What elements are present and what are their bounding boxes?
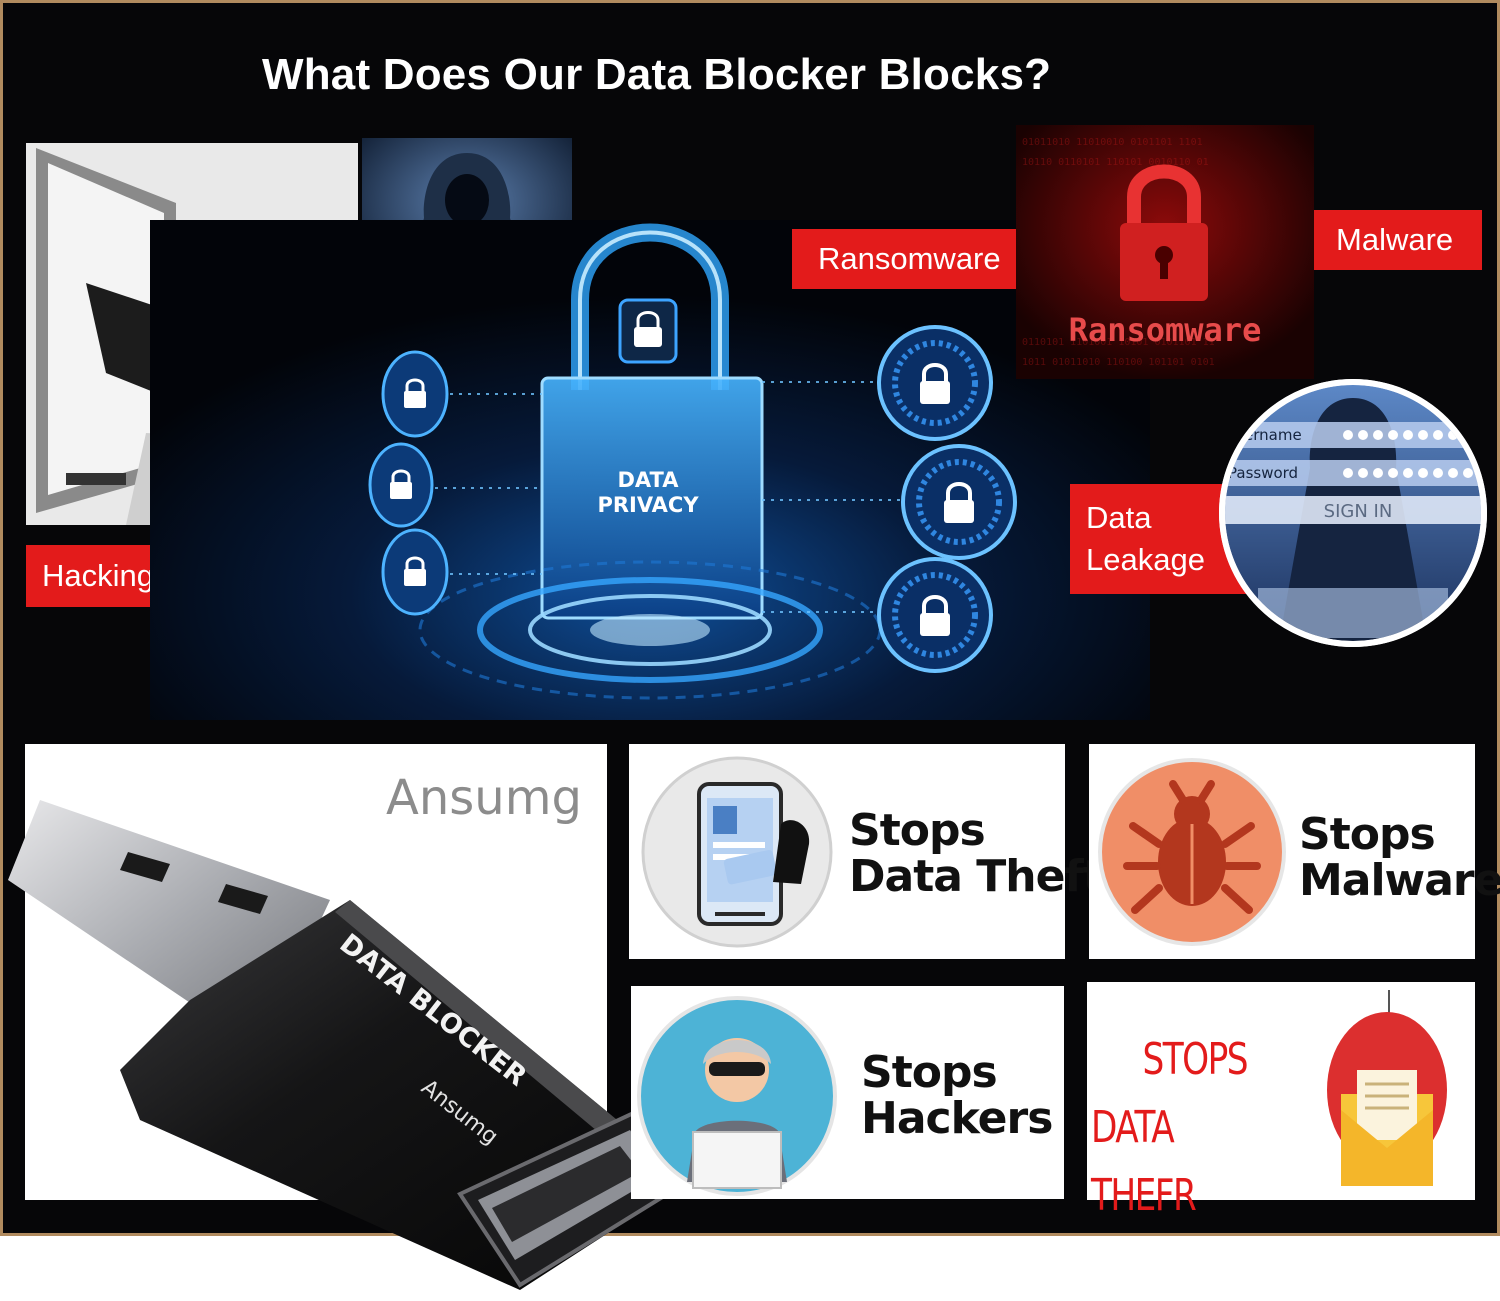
svg-text:01011010 11010010 0101101 1101: 01011010 11010010 0101101 1101 bbox=[1022, 137, 1203, 148]
lock-circle-icon bbox=[900, 443, 1018, 561]
feature-line1: Stops bbox=[849, 805, 986, 856]
feature-stops-hackers: Stops Hackers bbox=[631, 986, 1064, 1199]
feature-line2: Malware bbox=[1299, 855, 1500, 906]
feature-line2: Hackers bbox=[861, 1093, 1053, 1144]
headline: What Does Our Data Blocker Blocks? bbox=[262, 50, 1052, 99]
lock-text-line2: PRIVACY bbox=[597, 493, 699, 517]
data-leakage-line1: Data bbox=[1086, 500, 1152, 535]
ransomware-label: Ransomware bbox=[792, 229, 1016, 289]
svg-text:0110101 1101001 10101 0101101: 0110101 1101001 10101 0101101 11 bbox=[1022, 337, 1215, 348]
feature-line2: DATA THEFR bbox=[1091, 1102, 1197, 1221]
username-field-label: ername bbox=[1244, 426, 1302, 444]
phishing-envelope-icon bbox=[1323, 990, 1451, 1190]
feature-stops-data-theft: Stops Data Theft bbox=[629, 744, 1104, 959]
password-field-label: Password bbox=[1228, 464, 1298, 482]
bug-icon bbox=[1097, 752, 1287, 952]
lock-text-line1: DATA bbox=[617, 468, 679, 492]
login-hacker-image: ername Password SIGN IN bbox=[1218, 378, 1488, 648]
svg-text:1011 01011010 110100 101101 01: 1011 01011010 110100 101101 0101 bbox=[1022, 357, 1215, 368]
data-leakage-line2: Leakage bbox=[1086, 542, 1205, 577]
feature-text: STOPS DATA THEFR bbox=[1091, 1026, 1278, 1230]
malware-label: Malware bbox=[1314, 210, 1482, 270]
feature-line1: STOPS bbox=[1142, 1034, 1248, 1085]
svg-text:10110 0110101 110101 0010110 0: 10110 0110101 110101 0010110 01 bbox=[1022, 157, 1209, 168]
phone-theft-icon bbox=[641, 754, 833, 950]
feature-stops-data-theft-phishing: STOPS DATA THEFR bbox=[1087, 982, 1475, 1221]
feature-stops-malware: Stops Malware bbox=[1089, 744, 1500, 959]
usb-data-blocker-device: DATA BLOCKER Ansumg bbox=[0, 790, 700, 1295]
lock-circle-icon bbox=[381, 528, 449, 616]
lock-circle-icon bbox=[876, 324, 994, 442]
feature-text: Stops Data Theft bbox=[849, 805, 1104, 902]
feature-line1: Stops bbox=[1299, 809, 1436, 860]
ransomware-image-text: Ransomware bbox=[1069, 311, 1262, 349]
feature-line1: Stops bbox=[861, 1047, 998, 1098]
brand-name: Ansumg bbox=[386, 770, 582, 826]
ransomware-image: 01011010 11010010 0101101 1101 10110 011… bbox=[1016, 125, 1314, 379]
sign-in-text: SIGN IN bbox=[1324, 501, 1393, 522]
hacker-icon bbox=[635, 992, 839, 1198]
feature-line2: Data Theft bbox=[849, 851, 1104, 902]
lock-circle-icon bbox=[368, 442, 434, 528]
lock-circle-icon bbox=[381, 350, 449, 438]
feature-text: Stops Hackers bbox=[861, 1047, 1053, 1144]
lock-circle-icon bbox=[876, 556, 994, 674]
feature-text: Stops Malware bbox=[1299, 812, 1500, 904]
